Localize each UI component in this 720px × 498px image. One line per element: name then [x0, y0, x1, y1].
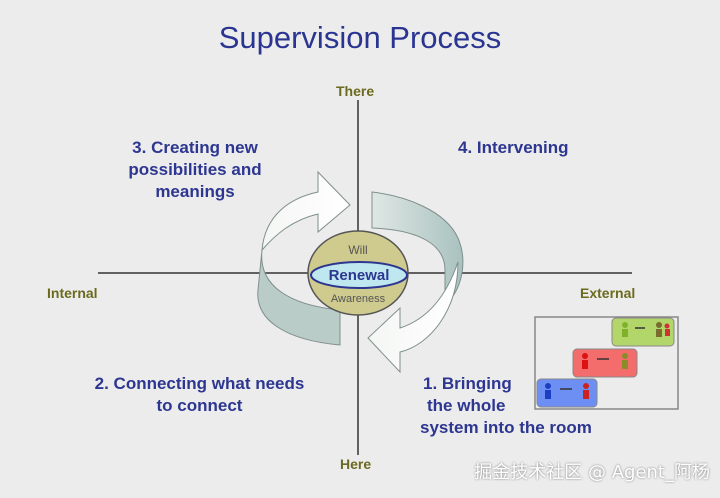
quadrant-1-line: the whole: [427, 396, 506, 415]
axis-label-left: Internal: [47, 285, 98, 301]
renewal-ellipse: [310, 261, 408, 289]
arrow-top-left: [261, 170, 351, 252]
axis-label-right: External: [580, 285, 636, 301]
people-icon: [622, 322, 670, 337]
quadrant-1-line: 1. Bringing: [423, 374, 512, 393]
arrow-left-band: [257, 249, 341, 346]
quadrant-3-line: possibilities and: [128, 160, 262, 179]
axis-label-bottom: Here: [340, 456, 372, 472]
arrow-right-band: [371, 191, 464, 307]
quadrant-1-text: 1. Bringing the whole system into the ro…: [420, 373, 592, 439]
quadrant-2-line: 2. Connecting what needs: [94, 374, 305, 393]
people-card-green: [611, 317, 675, 347]
center-bottom-label: Awareness: [331, 293, 386, 305]
people-card-red: [572, 348, 638, 378]
center-middle-label: Renewal: [329, 267, 390, 284]
quadrant-2-line: to connect: [156, 396, 243, 415]
center-top-label: Will: [348, 243, 367, 257]
quadrant-3-line: meanings: [155, 182, 235, 201]
axis-label-top: There: [336, 83, 375, 99]
people-icon: [545, 383, 589, 399]
quadrant-3-text: 3. Creating new possibilities and meanin…: [110, 137, 280, 203]
quadrant-4-text: 4. Intervening: [458, 138, 569, 157]
quadrant-1-line: system into the room: [420, 418, 592, 437]
quadrant-2-text: 2. Connecting what needs to connect: [72, 373, 327, 417]
arrow-bottom-right: [367, 261, 459, 374]
watermark: 掘金技术社区 @ Agent_阿杨: [474, 462, 710, 483]
page-title: Supervision Process: [218, 20, 502, 55]
people-icon: [582, 353, 628, 369]
quadrant-3-line: 3. Creating new: [132, 138, 258, 157]
people-card-blue: [536, 378, 598, 408]
